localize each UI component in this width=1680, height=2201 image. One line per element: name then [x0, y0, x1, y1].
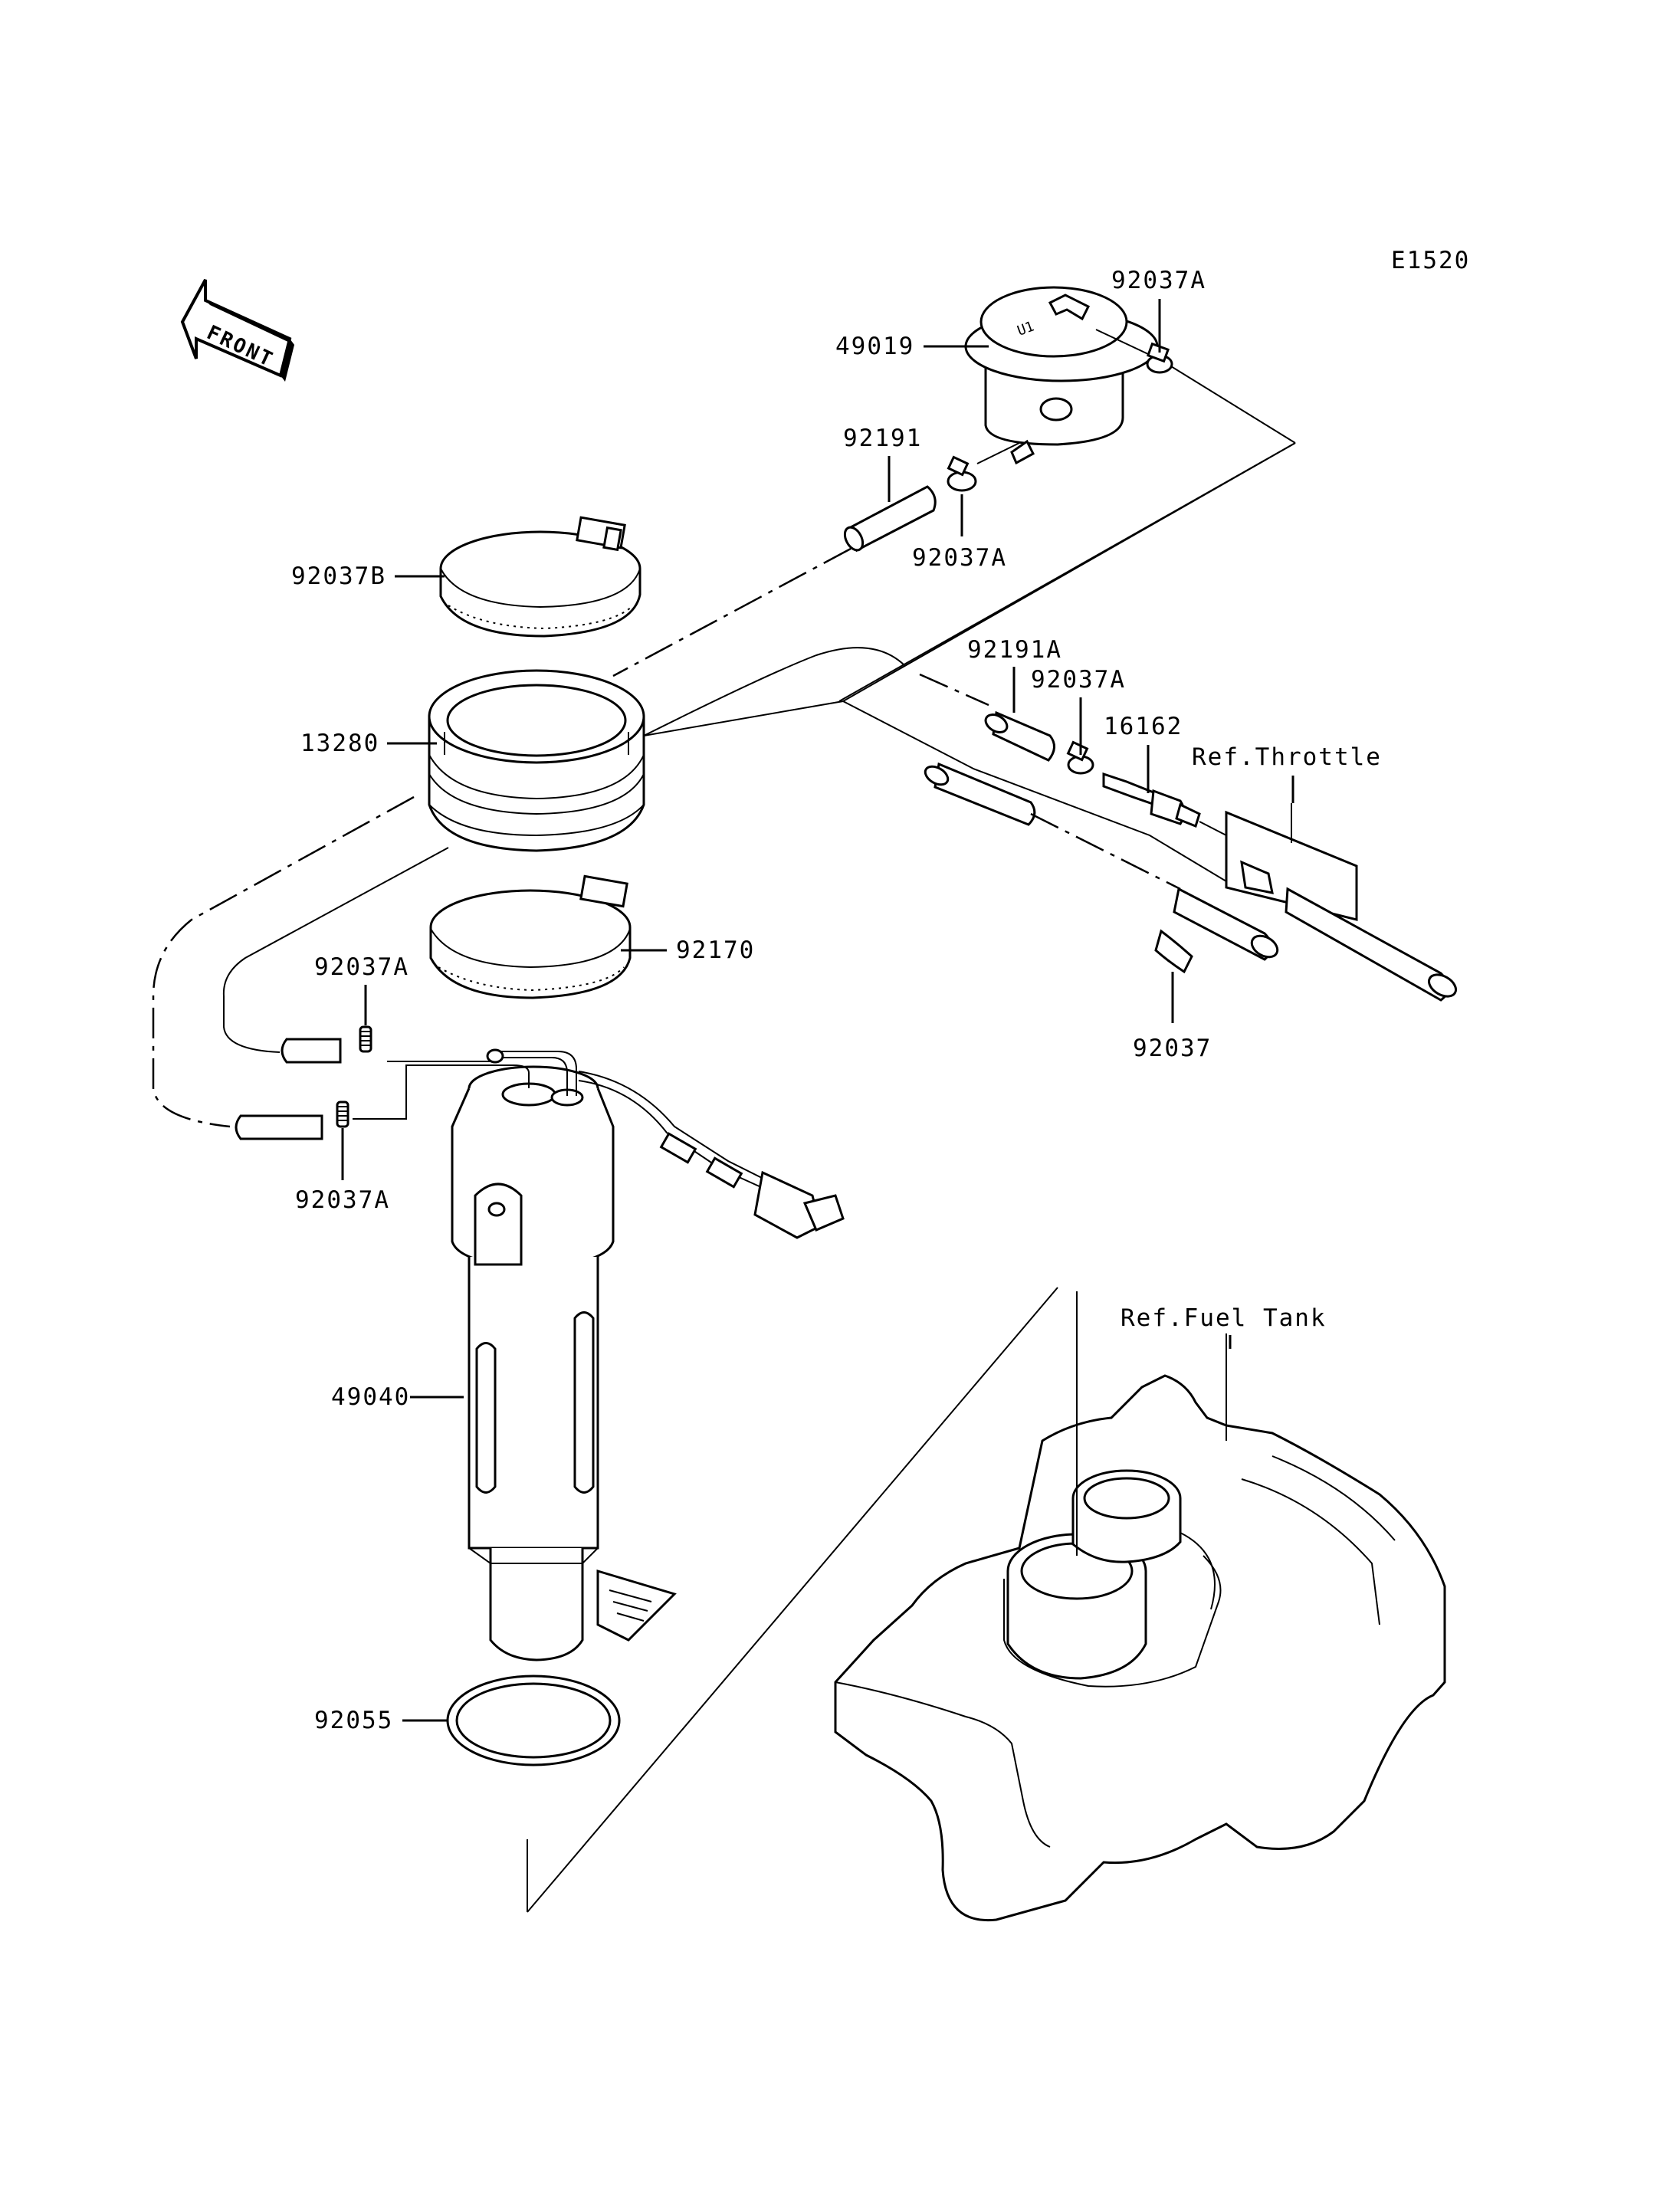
hose-return-right [1173, 887, 1279, 961]
hose-92191A [984, 710, 1055, 762]
label-13280: 13280 [300, 730, 379, 757]
label-92037A-top: 92037A [1111, 267, 1206, 294]
label-92055: 92055 [314, 1707, 393, 1734]
clamp-92037A-right [1066, 740, 1094, 775]
label-49019: 49019 [835, 333, 914, 360]
label-92037A-left-lower: 92037A [295, 1186, 390, 1214]
label-92037A-left-upper: 92037A [314, 953, 409, 981]
boot-13280 [428, 669, 645, 852]
fuel-filter-49019: U1 [964, 286, 1159, 465]
label-16162: 16162 [1104, 713, 1183, 740]
wire-connector [659, 1132, 845, 1239]
clamp-92037A-mid [947, 455, 977, 492]
fuel-tank [834, 1374, 1446, 1922]
clamp-92037 [1154, 929, 1193, 974]
label-92037: 92037 [1133, 1035, 1212, 1062]
label-92037A-right: 92037A [1031, 666, 1126, 694]
label-92037A-mid: 92037A [912, 544, 1007, 572]
hose-stub-upper [281, 1038, 342, 1064]
diagram-code: E1520 [1391, 247, 1470, 274]
hose-stub-lower [235, 1114, 323, 1140]
hose-return-left [924, 762, 1036, 826]
label-ref-fuel-tank: Ref.Fuel Tank [1121, 1304, 1327, 1332]
clamp-92170 [429, 874, 632, 999]
fuel-pump-49040 [451, 1065, 677, 1661]
throttle-hose [1225, 810, 1458, 1002]
label-92191: 92191 [843, 425, 922, 452]
label-92037B: 92037B [291, 563, 386, 590]
label-ref-throttle: Ref.Throttle [1192, 743, 1382, 771]
label-92191A: 92191A [967, 636, 1062, 664]
oring-92055 [446, 1675, 621, 1766]
hose-92191 [843, 485, 937, 553]
front-arrow-icon: FRONT [180, 279, 294, 382]
clamp-92037A-left-lower [336, 1100, 349, 1128]
fitting-16162 [1102, 772, 1201, 828]
label-92170: 92170 [676, 936, 755, 964]
clamp-92037B [439, 516, 641, 638]
label-49040: 49040 [331, 1383, 410, 1411]
clamp-92037A-left-upper [359, 1025, 372, 1053]
